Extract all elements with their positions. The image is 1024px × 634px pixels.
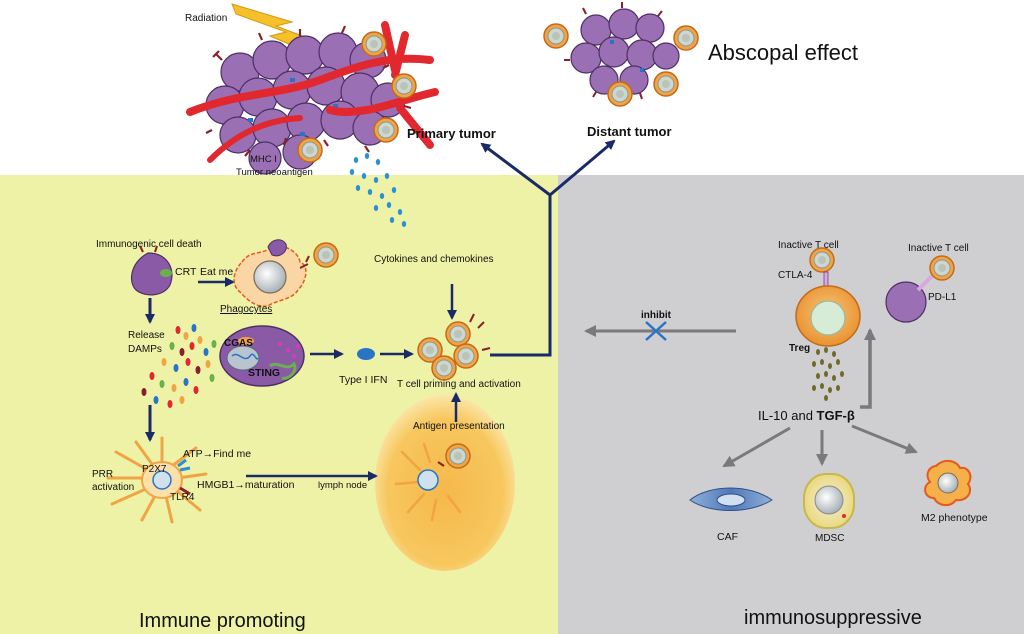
lymph-node — [375, 395, 515, 571]
immune-promoting-title: Immune promoting — [139, 610, 306, 632]
cgas-sting-cell — [219, 325, 305, 387]
cgas-label: CGAS — [224, 338, 253, 349]
abscopal-effect-label: Abscopal effect — [708, 40, 858, 65]
ctla4-label: CTLA-4 — [778, 270, 813, 281]
cytokines-label: Cytokines and chemokines — [374, 254, 494, 265]
lymph-node-label: lymph node — [318, 480, 367, 491]
primary-tumor-label: Primary tumor — [407, 126, 496, 141]
activated-t-cells — [417, 313, 491, 381]
caf-label: CAF — [717, 531, 738, 543]
mdsc-label: MDSC — [815, 533, 844, 544]
m2-phenotype-label: M2 phenotype — [921, 512, 988, 524]
immunosuppressive-panel — [558, 175, 1024, 634]
distant-tumor-label: Distant tumor — [587, 124, 672, 139]
systemic-response-arrows — [480, 139, 616, 357]
hmgb1-label: HMGB1→maturation — [197, 479, 295, 491]
atp-label: ATP→Find me — [183, 448, 251, 460]
antigen-presentation-label: Antigen presentation — [413, 421, 505, 432]
immunosuppressive-title: immunosuppressive — [744, 607, 922, 629]
tgfb-feedback-arrow — [860, 328, 876, 409]
released-antigens — [349, 153, 407, 227]
ifn-molecule — [357, 348, 375, 360]
mdsc-cell — [803, 473, 855, 529]
primary-tumor — [186, 21, 439, 175]
dying-tumor-cell — [130, 245, 173, 296]
caf-arrow — [722, 426, 791, 468]
treg-label: Treg — [789, 343, 810, 354]
phagocytes-label: Phagocytes — [220, 304, 272, 315]
caf-cell — [689, 487, 773, 511]
eat-me-label: Eat me — [200, 266, 233, 278]
prr-label-2: activation — [92, 482, 134, 493]
treg-cell — [795, 285, 861, 347]
p2x7-label: P2X7 — [142, 464, 167, 475]
phagocyte — [233, 239, 339, 307]
pdl1-label: PD-L1 — [928, 292, 957, 303]
type1-ifn-label: Type I IFN — [339, 374, 387, 386]
prr-label-1: PRR — [92, 469, 113, 480]
t-cell-priming-label: T cell priming and activation — [397, 379, 521, 390]
sting-label: STING — [248, 367, 280, 379]
m2-arrow — [851, 424, 918, 454]
tlr4-label: TLR4 — [170, 492, 195, 503]
m2-macrophage — [924, 460, 972, 506]
inactive-t-cell-label-1: Inactive T cell — [778, 240, 839, 251]
inactive-t-cell-1 — [809, 247, 835, 273]
cytokine-granules — [812, 347, 844, 401]
inactive-t-cell-label-2: Inactive T cell — [908, 243, 969, 254]
icd-label: Immunogenic cell death — [96, 239, 202, 250]
crt-label: CRT — [175, 266, 197, 278]
damps-particles — [141, 324, 217, 408]
mhc-label: MHC I — [250, 154, 277, 165]
damps-label: DAMPs — [128, 344, 162, 355]
pdl1-tumor-cell — [885, 255, 955, 323]
neoantigen-label: Tumor neoantigen — [236, 167, 313, 178]
distant-tumor — [543, 2, 699, 107]
inhibit-cross-icon — [645, 321, 667, 341]
release-label: Release — [128, 330, 165, 341]
inhibit-label: inhibit — [641, 310, 672, 321]
il10-tgfb-label: IL-10 and TGF-β — [758, 408, 855, 423]
dendritic-cell — [106, 436, 208, 524]
radiation-label: Radiation — [185, 13, 227, 24]
